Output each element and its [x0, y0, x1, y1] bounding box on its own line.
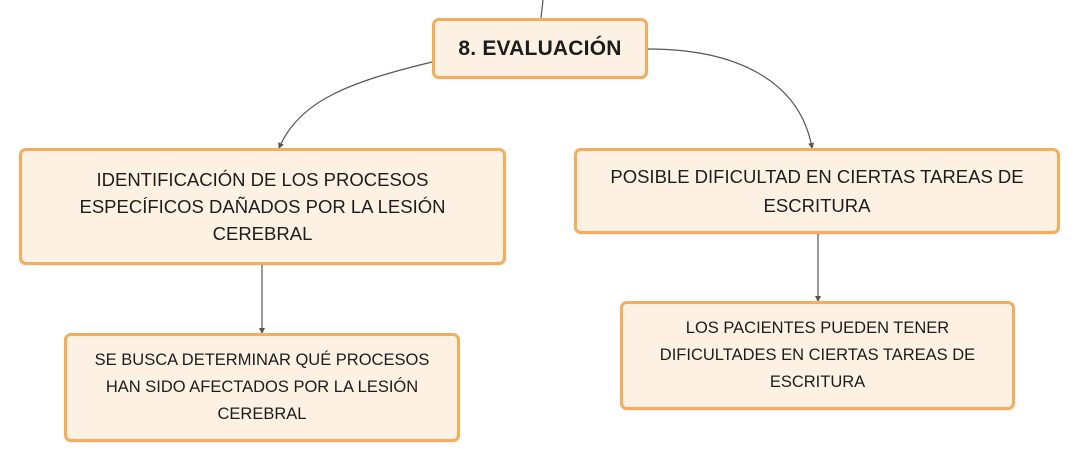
topic-identificacion-procesos[interactable]: IDENTIFICACIÓN DE LOS PROCESOS ESPECÍFIC…: [19, 148, 506, 265]
connector-root-to-left: [278, 61, 433, 149]
topic-posible-dificultad-label: POSIBLE DIFICULTAD EN CIERTAS TAREAS DE …: [610, 166, 1024, 216]
subtopic-dificultades-escritura[interactable]: LOS PACIENTES PUEDEN TENER DIFICULTADES …: [620, 301, 1015, 410]
subtopic-determinar-procesos[interactable]: SE BUSCA DETERMINAR QUÉ PROCESOS HAN SID…: [64, 333, 460, 442]
connector-from-parent: [540, 0, 544, 19]
subtopic-dificultades-escritura-label: LOS PACIENTES PUEDEN TENER DIFICULTADES …: [659, 319, 976, 391]
subtopic-determinar-procesos-label: SE BUSCA DETERMINAR QUÉ PROCESOS HAN SID…: [94, 351, 430, 423]
topic-posible-dificultad[interactable]: POSIBLE DIFICULTAD EN CIERTAS TAREAS DE …: [574, 148, 1060, 234]
topic-evaluacion[interactable]: 8. EVALUACIÓN: [432, 18, 648, 79]
topic-evaluacion-label: 8. EVALUACIÓN: [458, 36, 622, 60]
topic-identificacion-procesos-label: IDENTIFICACIÓN DE LOS PROCESOS ESPECÍFIC…: [79, 169, 446, 244]
connector-root-to-right: [647, 48, 815, 149]
